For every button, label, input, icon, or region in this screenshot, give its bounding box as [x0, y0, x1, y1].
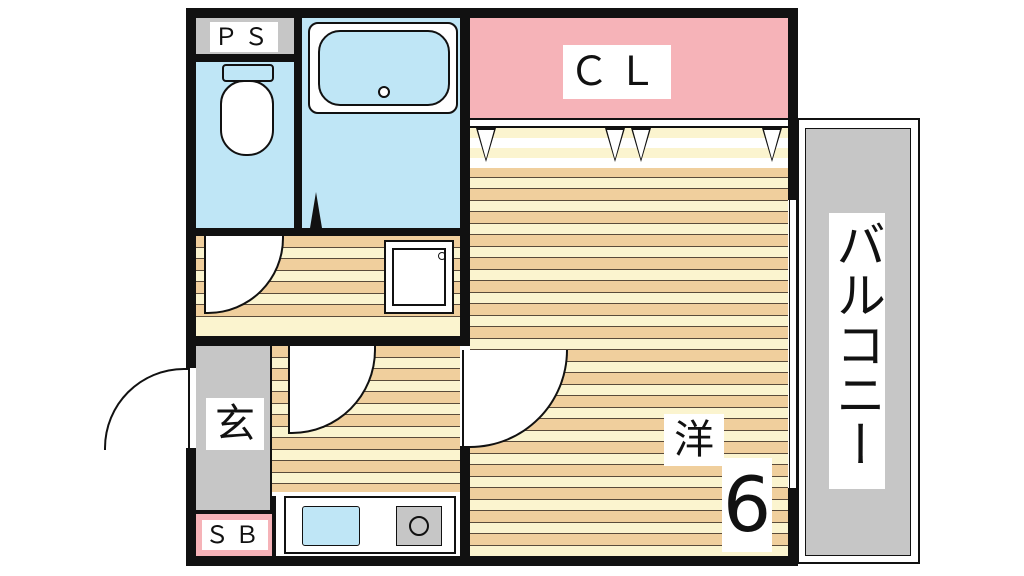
washing-machine-inner	[392, 248, 446, 306]
wall-toilet-right	[294, 8, 302, 236]
entrance-door	[104, 368, 190, 450]
western-room-label: 洋	[664, 414, 724, 466]
wall-sb-top	[196, 510, 272, 514]
wall-bottom	[186, 556, 798, 566]
entrance-label: 玄	[206, 398, 264, 450]
closet-door-marker	[631, 128, 651, 162]
stove-burner	[409, 516, 429, 536]
bath-door-marker	[310, 192, 322, 228]
wall-right-lower	[788, 488, 798, 566]
wall-corridor-bottom	[196, 336, 470, 346]
closet-door-rail	[470, 118, 788, 128]
wall-top	[186, 8, 798, 18]
wall-room-left-lower	[460, 446, 470, 566]
ps-label: ＰＳ	[210, 22, 278, 52]
wall-entrance-right	[270, 346, 272, 510]
kitchen-sink	[302, 506, 360, 546]
wall-bath-bottom	[196, 228, 470, 236]
window-sliding	[789, 200, 797, 488]
wall-sb-right	[272, 496, 276, 556]
wall-left-upper	[186, 8, 196, 368]
corridor-strip	[196, 320, 460, 336]
closet-door-track	[470, 128, 788, 168]
wall-bath-right	[460, 8, 470, 338]
closet-label: ＣＬ	[563, 45, 671, 99]
sb-label: ＳＢ	[202, 520, 268, 550]
bathtub-drain	[378, 86, 390, 98]
closet-door-marker	[476, 128, 496, 162]
wall-right-upper	[788, 8, 798, 200]
balcony-label: バルコニー	[828, 213, 886, 489]
wall-left-lower	[186, 448, 196, 566]
toilet-bowl	[220, 80, 274, 156]
wall-ps-divider	[196, 54, 294, 62]
room-size-label: 6	[722, 458, 772, 552]
closet-door-marker	[762, 128, 782, 162]
closet-door-marker	[605, 128, 625, 162]
washing-machine-drain	[438, 252, 446, 260]
